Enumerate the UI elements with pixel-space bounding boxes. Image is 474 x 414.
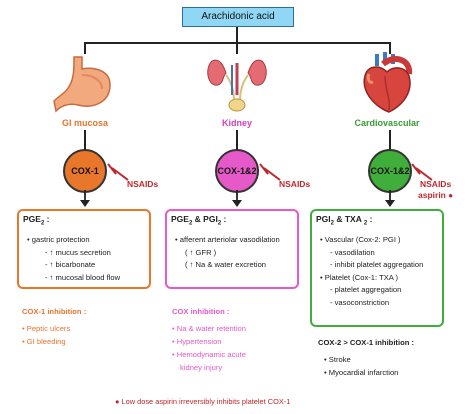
box-line: • afferent arteriolar vasodilation [175, 235, 280, 245]
box-line: ( ↑ Na & water excretion [185, 260, 267, 270]
nsaids-label-gi: NSAIDs [127, 179, 159, 189]
cox12-cv-enzyme-node: COX-1&2 [368, 149, 412, 193]
effect-item: • Stroke [324, 355, 351, 364]
box-line: - ↑ mucus secretion [45, 247, 111, 257]
branch-left [84, 42, 86, 54]
pge2-pgi2-effects-box: PGE2 & PGI2 : • afferent arteriolar vaso… [165, 209, 299, 289]
gi-to-cox-line [84, 130, 86, 150]
pgi2-txa2-header: PGI2 & TXA 2 : [316, 214, 373, 227]
nsaid-inhibit-kidney-icon [259, 163, 281, 181]
effect-item: kidney injury [180, 363, 223, 372]
box-line: - platelet aggregation [330, 285, 402, 295]
effect-item: • Hypertension [172, 337, 222, 346]
pge2-effects-box: PGE2 : • gastric protection - ↑ mucus se… [17, 209, 151, 289]
organ-label-kidney: Kidney [221, 118, 252, 128]
cv-to-cox-line [389, 130, 391, 150]
root-stem [236, 27, 238, 43]
nsaids-label-cv: NSAIDs [420, 179, 452, 189]
aspirin-text: aspirin [418, 190, 446, 200]
arrow-cox12-to-kidney-box [232, 190, 242, 207]
cox1-inhibition-effects: COX-1 inhibition : • Peptic ulcers • GI … [22, 305, 152, 348]
aspirin-footnote: ● Low dose aspirin irreversibly inhibits… [115, 397, 291, 406]
nsaid-inhibit-gi-icon [107, 163, 129, 181]
box-line: - inhibit platelet aggregation [330, 260, 424, 270]
heart-icon [363, 52, 413, 113]
box-line: ( ↑ GFR ) [185, 247, 217, 257]
stomach-icon [53, 56, 111, 113]
organ-label-gi: GI mucosa [61, 118, 108, 128]
pge2-header: PGE2 : [23, 214, 50, 227]
nsaid-inhibit-cv-icon [411, 163, 433, 181]
inhibition-title: COX inhibition : [172, 307, 230, 316]
inhibition-title: COX-1 inhibition : [22, 307, 87, 316]
effect-item: • Na & water retention [172, 324, 246, 333]
inhibition-title: COX-2 > COX-1 inhibition : [318, 338, 414, 347]
box-line: - vasodilation [330, 247, 375, 257]
box-line: • Vascular (Cox-2: PGI ) [320, 235, 401, 245]
effect-item: • Peptic ulcers [22, 324, 71, 333]
arachidonic-acid-node: Arachidonic acid [182, 7, 294, 27]
aspirin-label: aspirin ● [418, 190, 453, 200]
cox-inhibition-effects: COX inhibition : • Na & water retention … [172, 305, 302, 374]
effect-item: • Hemodynamic acute [172, 350, 246, 359]
cox12-kidney-enzyme-node: COX-1&2 [215, 149, 259, 193]
aspirin-dot: ● [448, 191, 454, 200]
box-line: • gastric protection [27, 235, 90, 245]
box-line: • Platelet (Cox-1: TXA ) [320, 272, 399, 282]
kidney-icon [207, 59, 267, 112]
effect-item: • GI bleeding [22, 337, 66, 346]
effect-item: • Myocardial infarction [324, 368, 399, 377]
arrow-cox12-to-cv-box [385, 190, 395, 207]
pgi2-txa2-effects-box: PGI2 & TXA 2 : • Vascular (Cox-2: PGI ) … [310, 209, 444, 327]
cox1-enzyme-node: COX-1 [63, 149, 107, 193]
pge2-pgi2-header: PGE2 & PGI2 : [171, 214, 227, 227]
box-line: - vasoconstriction [330, 297, 390, 307]
arrow-cox1-to-pge [80, 190, 90, 207]
cox2-cox1-inhibition-effects: COX-2 > COX-1 inhibition : • Stroke • My… [318, 336, 468, 379]
nsaids-label-kidney: NSAIDs [279, 179, 311, 189]
box-line: - ↑ bicarbonate [45, 260, 96, 270]
branch-right [389, 42, 391, 54]
box-line: - ↑ mucosal blood flow [45, 272, 121, 282]
organ-label-cardiovascular: Cardiovascular [354, 118, 420, 128]
kidney-to-cox-line [236, 130, 238, 150]
branch-mid [236, 42, 238, 54]
